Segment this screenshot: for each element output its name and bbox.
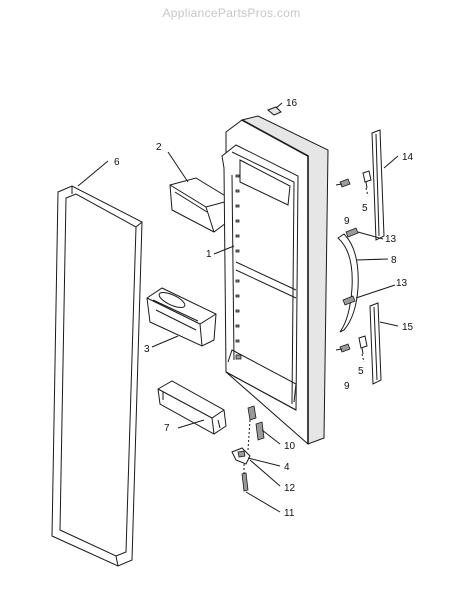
hinge-bracket bbox=[231, 447, 251, 465]
callout-8: 8 bbox=[391, 255, 397, 266]
callout-13a: 13 bbox=[385, 234, 397, 245]
callout-12: 12 bbox=[284, 483, 296, 494]
callout-14: 14 bbox=[402, 152, 414, 163]
lower-trim bbox=[369, 302, 382, 385]
callout-5a: 5 bbox=[362, 203, 368, 214]
trim-screw-upper bbox=[362, 170, 372, 189]
label-tag bbox=[267, 106, 282, 116]
handle-screw-lower bbox=[335, 343, 351, 353]
alignment-lines bbox=[243, 187, 369, 474]
callout-10: 10 bbox=[284, 441, 296, 452]
callout-13b: 13 bbox=[396, 278, 408, 289]
handle-screw-13-lower bbox=[342, 295, 356, 306]
door-assembly bbox=[221, 115, 329, 446]
hinge-screw bbox=[241, 472, 249, 492]
handle-screw-upper bbox=[335, 178, 351, 188]
watermark: AppliancePartsPros.com bbox=[162, 6, 301, 20]
trim-screw-lower bbox=[358, 335, 368, 355]
callout-1: 1 bbox=[206, 249, 212, 260]
callout-16: 16 bbox=[286, 98, 298, 109]
callout-6: 6 bbox=[114, 157, 120, 168]
callout-9a: 9 bbox=[344, 216, 350, 227]
callout-labels: 16 2 6 14 5 9 13 1 8 13 15 3 5 9 7 10 4 … bbox=[114, 98, 414, 519]
rail-holes bbox=[235, 174, 240, 343]
door-handle bbox=[337, 233, 359, 333]
bucket-bin bbox=[146, 287, 217, 347]
leader-lines bbox=[77, 102, 399, 513]
callout-3: 3 bbox=[144, 344, 150, 355]
callout-5b: 5 bbox=[358, 366, 364, 377]
door-shelf bbox=[157, 380, 227, 435]
dairy-door-bin bbox=[169, 177, 233, 233]
hinge-pin bbox=[247, 405, 265, 441]
callout-11: 11 bbox=[284, 508, 295, 519]
callout-9b: 9 bbox=[344, 381, 350, 392]
callout-2: 2 bbox=[156, 142, 162, 153]
handle-screw-13-upper bbox=[345, 227, 359, 238]
door-gasket bbox=[51, 185, 143, 567]
callout-7: 7 bbox=[164, 423, 170, 434]
callout-4: 4 bbox=[284, 462, 290, 473]
callout-15: 15 bbox=[402, 322, 414, 333]
upper-trim bbox=[371, 129, 385, 241]
